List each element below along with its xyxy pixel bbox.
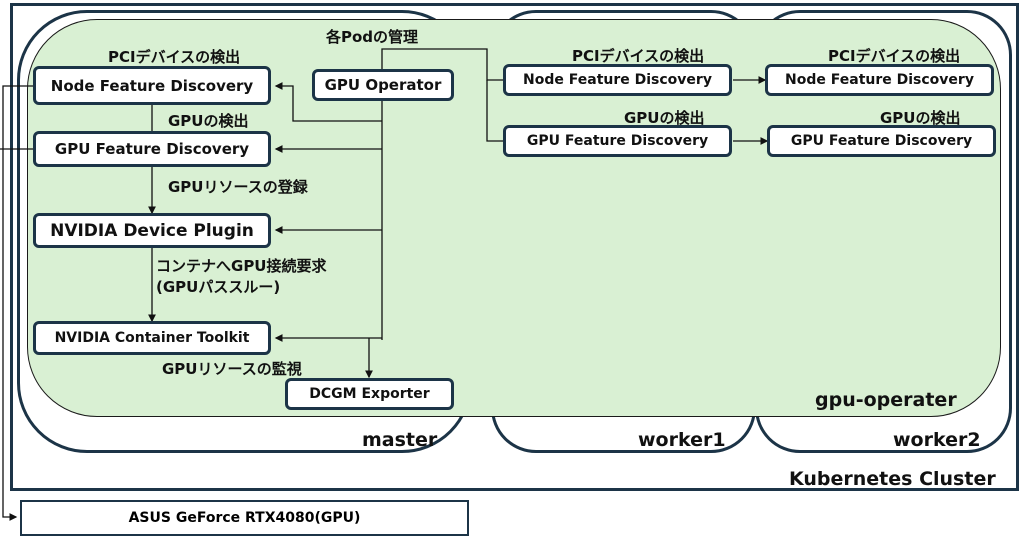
nvidia-device-plugin[interactable]: NVIDIA Device Plugin <box>33 213 271 248</box>
component-label: DCGM Exporter <box>309 386 430 402</box>
component-label: GPU Feature Discovery <box>790 133 973 149</box>
arrow-to-gpu-hardware <box>2 85 33 521</box>
master-node-feature-discovery[interactable]: Node Feature Discovery <box>33 66 271 105</box>
pod-management-label: 各Podの管理 <box>326 28 419 46</box>
line-to-worker1-nfd <box>381 48 503 81</box>
component-label: GPU Feature Discovery <box>54 140 250 158</box>
arrow-to-master-nfd <box>274 82 382 122</box>
component-label: NVIDIA Container Toolkit <box>54 330 250 346</box>
worker1-gpu-feature-discovery[interactable]: GPU Feature Discovery <box>503 125 732 157</box>
master-gpu-feature-discovery[interactable]: GPU Feature Discovery <box>33 131 271 167</box>
gpu-detect-label-worker1: GPUの検出 <box>624 109 705 127</box>
gpu-monitor-label: GPUリソースの監視 <box>162 360 302 378</box>
master-label: master <box>362 429 438 451</box>
gpu-register-label: GPUリソースの登録 <box>168 178 308 196</box>
component-label: GPU Feature Discovery <box>526 133 709 149</box>
component-label: Node Feature Discovery <box>523 72 712 88</box>
pci-detect-label-worker2: PCIデバイスの検出 <box>828 47 961 65</box>
gpu-operator-box[interactable]: GPU Operator <box>312 69 454 101</box>
gpu-passthrough-label: (GPUパススルー) <box>156 278 281 296</box>
component-label: Node Feature Discovery <box>785 72 974 88</box>
gpu-hardware-box[interactable]: ASUS GeForce RTX4080(GPU) <box>20 500 469 536</box>
worker2-gpu-feature-discovery[interactable]: GPU Feature Discovery <box>767 125 996 157</box>
component-label: GPU Operator <box>324 76 442 94</box>
gpu-hardware-label: ASUS GeForce RTX4080(GPU) <box>128 510 361 526</box>
line-to-worker1-gfd <box>486 80 503 142</box>
component-label: Node Feature Discovery <box>50 76 254 95</box>
component-label: NVIDIA Device Plugin <box>50 220 254 241</box>
worker1-label: worker1 <box>638 429 726 451</box>
pci-detect-label-worker1: PCIデバイスの検出 <box>572 47 705 65</box>
gpu-detect-label-worker2: GPUの検出 <box>880 109 961 127</box>
container-request-label: コンテナへGPU接続要求 <box>156 257 327 275</box>
gpu-detect-label-master: GPUの検出 <box>168 112 249 130</box>
worker1-node-feature-discovery[interactable]: Node Feature Discovery <box>503 64 732 96</box>
cluster-label: Kubernetes Cluster <box>789 468 996 490</box>
nvidia-container-toolkit[interactable]: NVIDIA Container Toolkit <box>33 321 271 355</box>
kubernetes-cluster <box>10 3 1019 491</box>
worker2-label: worker2 <box>893 429 981 451</box>
namespace-label: gpu-operater <box>815 389 957 411</box>
dcgm-exporter[interactable]: DCGM Exporter <box>285 378 454 410</box>
worker2-node-feature-discovery[interactable]: Node Feature Discovery <box>765 64 994 96</box>
pci-detect-label-master: PCIデバイスの検出 <box>108 48 241 66</box>
